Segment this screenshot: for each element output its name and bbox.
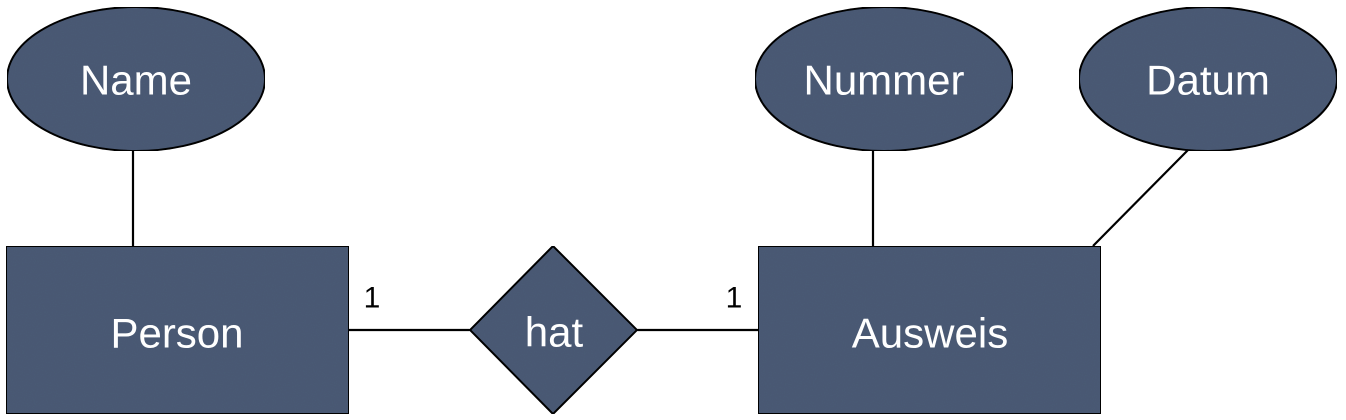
- cardinality-person-side: 1: [364, 282, 381, 315]
- attribute-datum: Datum: [1078, 6, 1338, 152]
- attribute-name-ellipse: [6, 6, 266, 152]
- attribute-name: Name: [6, 6, 266, 152]
- attribute-nummer-ellipse: [754, 6, 1014, 152]
- entity-person-box: [5, 245, 350, 415]
- relationship-hat-diamond: [468, 244, 639, 416]
- attribute-datum-label: Datum: [1146, 57, 1270, 104]
- entity-person: Person: [5, 245, 350, 415]
- attribute-nummer: Nummer: [754, 6, 1014, 152]
- attribute-datum-ellipse: [1078, 6, 1338, 152]
- attribute-nummer-label: Nummer: [803, 57, 964, 104]
- entity-person-label: Person: [110, 310, 243, 357]
- entity-ausweis-label: Ausweis: [852, 310, 1008, 357]
- attribute-name-label: Name: [80, 57, 192, 104]
- entity-ausweis-box: [757, 245, 1102, 415]
- datum-to-ausweis-connector: [1092, 149, 1189, 247]
- entity-ausweis: Ausweis: [757, 245, 1102, 415]
- relationship-hat: hat: [468, 244, 639, 416]
- cardinality-ausweis-side: 1: [726, 282, 743, 315]
- relationship-hat-label: hat: [525, 309, 584, 356]
